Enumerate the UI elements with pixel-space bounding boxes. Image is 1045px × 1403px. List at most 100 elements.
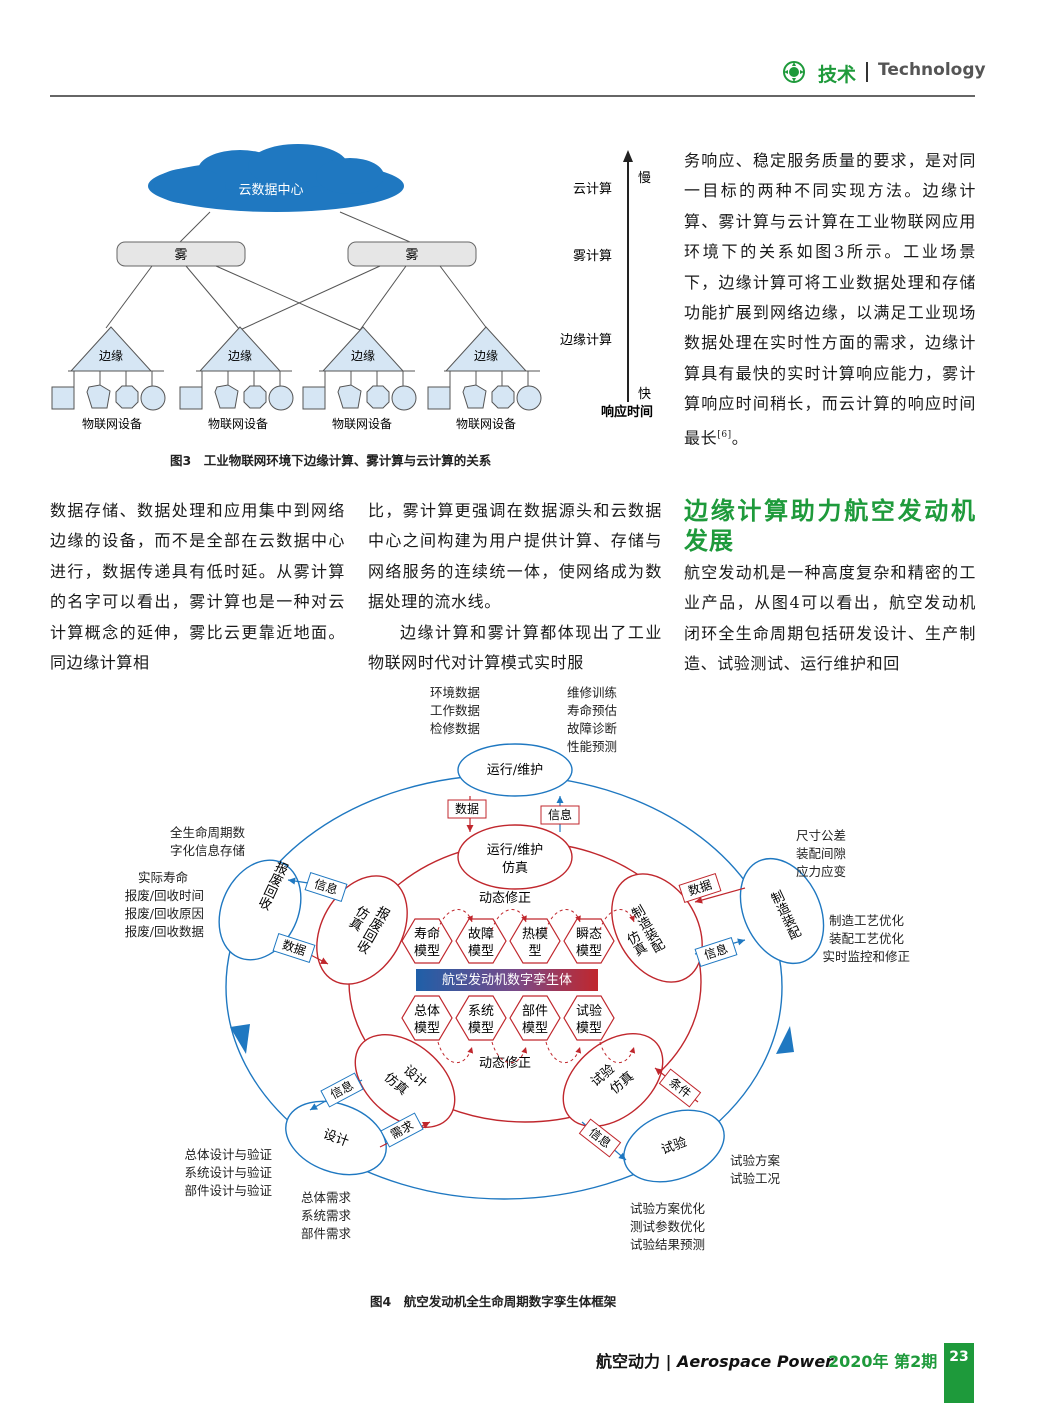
section-title: 技术 (818, 64, 857, 86)
node-test (623, 1109, 725, 1183)
test-bottom-3: 试验结果预测 (630, 1237, 705, 1252)
flow-info-test (578, 1118, 622, 1158)
column-2-para-1: 比，雾计算更强调在数据源头和云数据中心之间构建为用户提供计算、存储与网络服务的连… (368, 501, 662, 612)
fog-label-right: 雾 (405, 248, 418, 263)
test-right-1: 试验方案 (730, 1153, 781, 1168)
flow-info-design (320, 1072, 364, 1108)
design-left-1: 总体设计与验证 (184, 1147, 272, 1162)
figure-3-caption: 图3 工业物联网环境下边缘计算、雾计算与云计算的关系 (170, 453, 492, 468)
model-bottom-hexagon (401, 995, 453, 1041)
model-bottom-label: 试验 (576, 1003, 602, 1019)
flow-info-mfg (694, 936, 738, 968)
flow-data-ops (447, 799, 487, 819)
inner-node-ops (457, 824, 573, 890)
model-bottom-label: 部件 (522, 1004, 548, 1019)
design-bottom-2: 系统需求 (301, 1208, 352, 1223)
right-top-text: 务响应、稳定服务质量的要求，是对同一目标的两种不同实现方法。边缘计算、雾计算与云… (684, 151, 976, 447)
ops-right-3: 故障诊断 (567, 721, 617, 736)
scrap-left-1: 实际寿命 (138, 870, 189, 885)
model-bottom-hexagon (563, 995, 615, 1041)
axis-label: 响应时间 (601, 404, 653, 420)
flow-need-design (380, 1112, 424, 1148)
test-right-2: 试验工况 (730, 1171, 781, 1186)
device-group-4 (427, 370, 542, 411)
scrap-left-3: 报废/回收原因 (125, 906, 204, 921)
level-edge: 边缘计算 (560, 333, 612, 348)
axis-arrow-icon (623, 150, 633, 162)
mfg-right-2: 装配工艺优化 (829, 931, 905, 946)
model-top-label: 瞬态 (576, 927, 602, 942)
model-top-label: 故障 (468, 927, 494, 942)
column-2: 比，雾计算更强调在数据源头和云数据中心之间构建为用户提供计算、存储与网络服务的连… (368, 496, 662, 678)
cloud-shape (148, 144, 404, 212)
column-3-text: 航空发动机是一种高度复杂和精密的工业产品，从图4可以看出，航空发动机闭环全生命周… (684, 563, 976, 674)
column-1: 数据存储、数据处理和应用集中到网络边缘的设备，而不是全部在云数据中心进行，数据传… (50, 496, 345, 678)
axis-slow: 慢 (638, 170, 651, 186)
inner-node-design (354, 1033, 456, 1129)
column-2-para-2: 边缘计算和雾计算都体现出了工业物联网时代对计算模式实时服 (368, 622, 662, 673)
journal-name-cn: 航空动力 (596, 1352, 661, 1371)
scrap-top-2: 字化信息存储 (170, 843, 245, 858)
ops-right-4: 性能预测 (567, 739, 617, 754)
flow-info-scrap-label: 信息 (312, 876, 339, 898)
cycle-arrow-right-icon (776, 1026, 794, 1054)
scrap-left-2: 报废/回收时间 (125, 888, 204, 903)
model-bottom-hexagon (455, 995, 507, 1041)
ops-left-1: 环境数据 (430, 685, 480, 700)
flow-data-mfg-label: 数据 (686, 877, 713, 899)
device-label-1: 物联网设备 (82, 417, 142, 431)
edge-node-3: 边缘 (321, 326, 405, 372)
model-top-label: 型 (528, 944, 541, 959)
device-group-2 (179, 370, 294, 411)
test-bottom-2: 测试参数优化 (630, 1219, 706, 1234)
flow-data-scrap (272, 932, 316, 964)
design-bottom-3: 部件需求 (301, 1226, 352, 1241)
cycle-arrow-left-icon (230, 1024, 250, 1054)
flow-data-scrap-label: 数据 (280, 937, 307, 959)
flow-data-mfg (678, 872, 722, 904)
mfg-right-3: 实时监控和修正 (822, 949, 910, 964)
fog-label-left: 雾 (174, 248, 187, 263)
page-header: 技术 Technology (0, 0, 1045, 100)
level-cloud: 云计算 (573, 182, 612, 197)
edge-label: 边缘 (228, 349, 252, 363)
axis-fast: 快 (638, 387, 651, 402)
device-group-3 (302, 370, 417, 411)
model-bottom-label: 模型 (522, 1021, 548, 1036)
model-bottom-label: 模型 (576, 1021, 602, 1036)
device-label-2: 物联网设备 (208, 417, 268, 431)
scrap-left-4: 报废/回收数据 (125, 924, 204, 939)
model-bottom-hexagon (509, 995, 561, 1041)
fog-node-left (116, 241, 246, 267)
edge-label: 边缘 (99, 349, 123, 363)
fog-node-right (347, 241, 477, 267)
model-bottom-label: 模型 (468, 1021, 494, 1036)
ops-left-3: 检修数据 (430, 721, 480, 736)
design-left-3: 部件设计与验证 (184, 1183, 272, 1198)
cloud-label: 云数据中心 (238, 183, 303, 198)
footer-journal: 航空动力 | Aerospace Power (596, 1348, 833, 1372)
inner-node-ops-line1: 运行/维护 (487, 843, 543, 858)
model-top-label: 模型 (576, 944, 602, 959)
right-top-end: 。 (731, 427, 749, 447)
inner-node-mfg (611, 873, 703, 983)
mfg-right-1: 制造工艺优化 (829, 913, 905, 928)
header-separator (866, 62, 868, 82)
column-1-text: 数据存储、数据处理和应用集中到网络边缘的设备，而不是全部在云数据中心进行，数据传… (50, 501, 345, 673)
model-bottom-label: 模型 (414, 1021, 440, 1036)
edge-node-4: 边缘 (444, 326, 528, 372)
flow-info-scrap (304, 871, 348, 903)
figure-4-caption: 图4 航空发动机全生命周期数字孪生体框架 (370, 1294, 617, 1309)
flow-cond-test (658, 1068, 702, 1108)
journal-logo-icon (783, 61, 805, 83)
flow-info-ops (540, 805, 580, 825)
footer-issue: 2020年 第2期 (828, 1352, 938, 1371)
column-3: 边缘计算助力航空发动机发展 航空发动机是一种高度复杂和精密的工业产品，从图4可以… (684, 496, 976, 680)
journal-separator: | (665, 1352, 678, 1371)
edge-label: 边缘 (351, 349, 375, 363)
digital-twin-label: 航空发动机数字孪生体 (442, 972, 572, 988)
node-design (285, 1100, 387, 1176)
dynamic-fix-bottom: 动态修正 (479, 1056, 531, 1071)
design-left-2: 系统设计与验证 (184, 1165, 272, 1180)
section-title-en: Technology (878, 60, 986, 80)
